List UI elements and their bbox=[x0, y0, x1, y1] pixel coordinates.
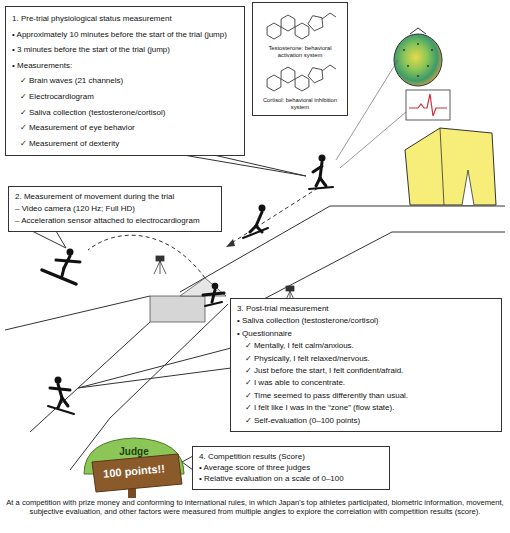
box-line: • Measurements: bbox=[12, 58, 238, 74]
sign-score: 100 points!! bbox=[84, 461, 185, 482]
callout-box: 4. Competition results (Score)• Average … bbox=[192, 446, 390, 490]
box-heading: 4. Competition results (Score) bbox=[199, 451, 383, 462]
judge-sign: Judge 100 points!! bbox=[84, 438, 184, 494]
box-line: ✓ Just before the start, I felt confiden… bbox=[245, 365, 495, 377]
callout-tail bbox=[32, 231, 66, 248]
box-line: ✓ Electrocardiogram bbox=[20, 89, 238, 105]
sign-title: Judge bbox=[84, 446, 184, 457]
box-line: ✓ Mentally, I felt calm/anxious. bbox=[245, 340, 495, 352]
box-line: – Acceleration sensor attached to electr… bbox=[15, 215, 215, 227]
steroid-structure bbox=[260, 9, 340, 43]
callout-box: 3. Post-trial measurement• Saliva collec… bbox=[230, 298, 502, 432]
callout-box: 1. Pre-trial physiological status measur… bbox=[5, 6, 245, 156]
box-line: ✓ Time seemed to pass differently than u… bbox=[245, 390, 495, 402]
box-line: ✓ I was able to concentrate. bbox=[245, 377, 495, 389]
box-line: • 3 minutes before the start of the tria… bbox=[12, 42, 238, 58]
box-line: • Questionnaire bbox=[237, 328, 495, 340]
box-line: • Relative evaluation on a scale of 0–10… bbox=[199, 473, 383, 484]
box-line: Cortisol: behavioral inhibition system bbox=[259, 97, 341, 111]
box-line: ✓ Measurement of eye behavior bbox=[20, 120, 238, 136]
callout-tail bbox=[185, 155, 306, 176]
box-line: ✓ Brain waves (21 channels) bbox=[20, 73, 238, 89]
box-line: ✓ Measurement of dexterity bbox=[20, 136, 238, 152]
box-heading: 2. Measurement of movement during the tr… bbox=[15, 191, 215, 203]
steroid-structure bbox=[260, 61, 340, 95]
hormone-box: Testosterone: behavioral activation syst… bbox=[252, 2, 348, 116]
callout-box: 2. Measurement of movement during the tr… bbox=[8, 186, 222, 232]
box-line: ✓ Self-evaluation (0–100 points) bbox=[245, 415, 495, 427]
box-line: • Approximately 10 minutes before the st… bbox=[12, 27, 238, 43]
box-line: • Saliva collection (testosterone/cortis… bbox=[237, 315, 495, 327]
figure-caption: At a competition with prize money and co… bbox=[5, 498, 505, 517]
box-line: ✓ I felt like I was in the “zone” (flow … bbox=[245, 402, 495, 414]
box-line: Testosterone: behavioral activation syst… bbox=[259, 45, 341, 59]
callout-tail bbox=[78, 348, 231, 388]
box-line: ✓ Physically, I felt relaxed/nervous. bbox=[245, 353, 495, 365]
box-heading: 1. Pre-trial physiological status measur… bbox=[12, 11, 238, 27]
box-line: • Average score of three judges bbox=[199, 462, 383, 473]
box-heading: 3. Post-trial measurement bbox=[237, 303, 495, 315]
box-line: – Video camera (120 Hz; Full HD) bbox=[15, 203, 215, 215]
box-line: ✓ Saliva collection (testosterone/cortis… bbox=[20, 105, 238, 121]
